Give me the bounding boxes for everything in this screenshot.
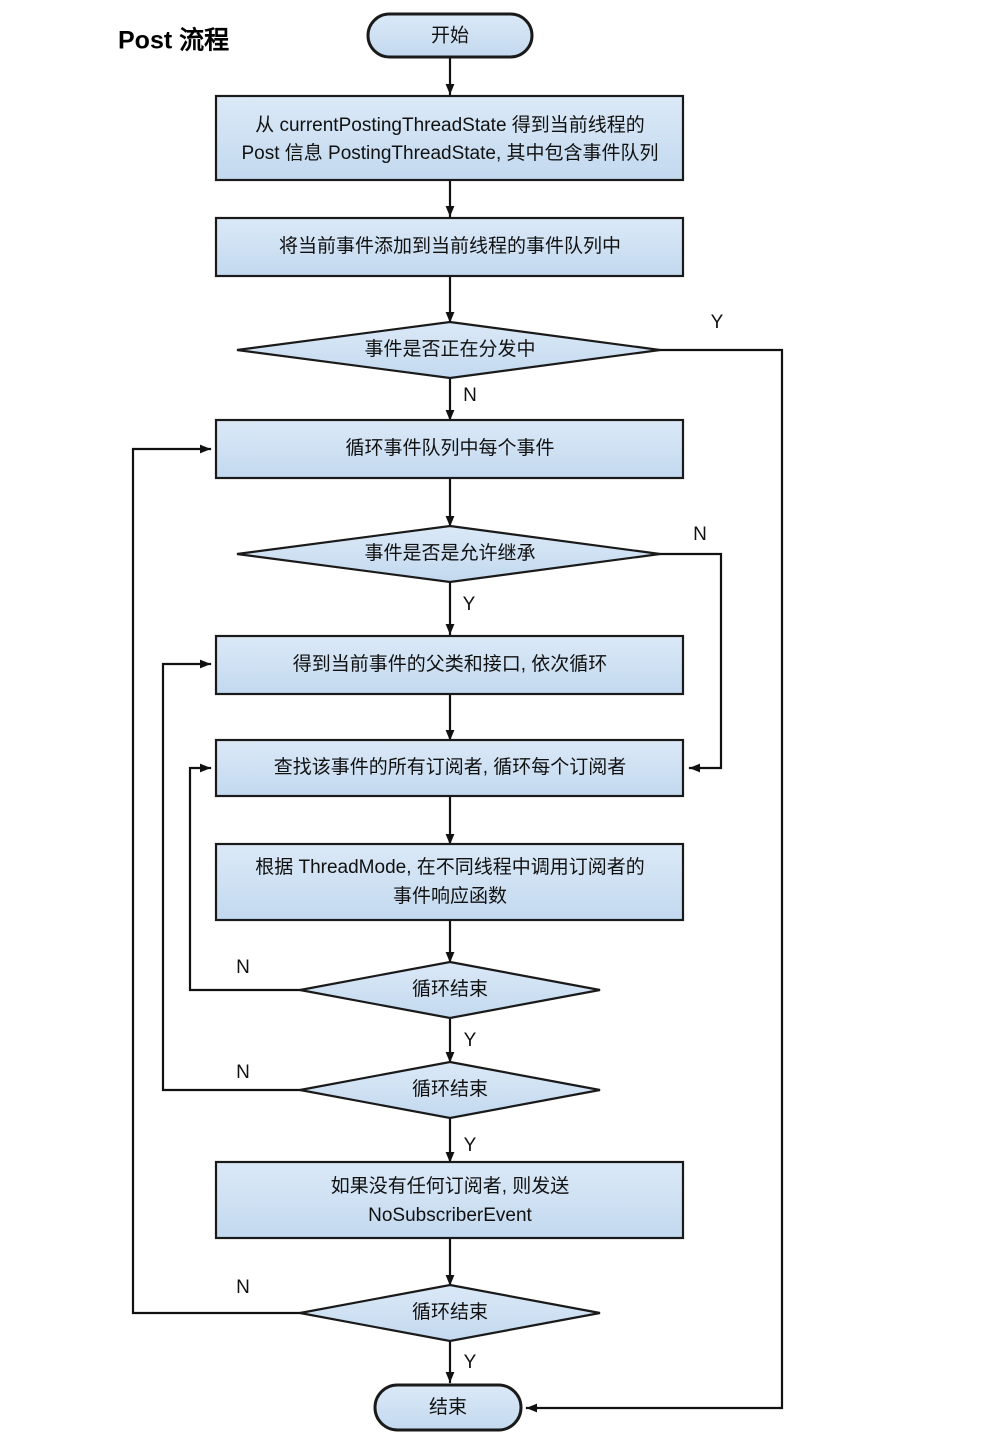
node-find-subs[interactable]: 查找该事件的所有订阅者, 循环每个订阅者: [214, 738, 685, 798]
get-state-shape: [214, 94, 685, 182]
edge-loop-end-3-no-to-loop-events: [131, 444, 302, 1315]
loop-end-1-shape: [299, 960, 601, 1020]
edge-inherit-no-to-find-subs: [658, 552, 723, 773]
end-shape: [373, 1383, 523, 1432]
edge-label-inherit-no: N: [693, 524, 707, 545]
edge-label-loop-end-3-yes: Y: [464, 1352, 477, 1373]
node-enqueue[interactable]: 将当前事件添加到当前线程的事件队列中: [214, 216, 685, 278]
invoke-label-line2: 事件响应函数: [393, 885, 507, 907]
node-loop-end-1[interactable]: 循环结束: [299, 960, 601, 1020]
loop-events-shape: [214, 418, 685, 480]
edge-label-loop-end-2-yes: Y: [464, 1135, 477, 1156]
edge-label-posting-no: N: [463, 385, 477, 406]
node-end[interactable]: 结束: [373, 1383, 523, 1432]
start-label: 开始: [431, 25, 469, 47]
loop-end-2-label: 循环结束: [412, 1078, 488, 1100]
inherit-shape: [236, 524, 661, 584]
loop-end-3-label: 循环结束: [412, 1301, 488, 1323]
no-sub-shape: [214, 1160, 685, 1240]
edge-label-loop-end-1-yes: Y: [464, 1030, 477, 1051]
no-sub-label-line1: 如果没有任何订阅者, 则发送: [331, 1175, 570, 1197]
posting-label: 事件是否正在分发中: [364, 338, 535, 360]
edge-label-posting-yes: Y: [711, 312, 724, 333]
no-sub-label-line2: NoSubscriberEvent: [368, 1205, 532, 1226]
enqueue-shape: [214, 216, 685, 278]
node-posting[interactable]: 事件是否正在分发中: [236, 320, 661, 380]
node-loop-events[interactable]: 循环事件队列中每个事件: [214, 418, 685, 480]
node-loop-end-3[interactable]: 循环结束: [299, 1283, 601, 1343]
edge-loop-end-2-no-to-supertypes: [161, 659, 302, 1092]
node-invoke[interactable]: 根据 ThreadMode, 在不同线程中调用订阅者的 事件响应函数: [214, 842, 685, 922]
end-label: 结束: [429, 1396, 467, 1418]
edge-label-inherit-yes: Y: [463, 594, 476, 615]
loop-end-3-shape: [299, 1283, 601, 1343]
posting-shape: [236, 320, 661, 380]
get-state-label-line1: 从 currentPostingThreadState 得到当前线程的: [255, 114, 645, 136]
edge-label-loop-end-2-no: N: [236, 1062, 250, 1083]
node-loop-end-2[interactable]: 循环结束: [299, 1060, 601, 1120]
loop-end-2-shape: [299, 1060, 601, 1120]
edge-posting-yes-to-end: [525, 348, 784, 1413]
invoke-label-line1: 根据 ThreadMode, 在不同线程中调用订阅者的: [255, 856, 645, 878]
find-subs-shape: [214, 738, 685, 798]
supertypes-shape: [214, 634, 685, 696]
loop-events-label: 循环事件队列中每个事件: [345, 437, 554, 459]
edge-label-loop-end-3-no: N: [236, 1277, 250, 1298]
get-state-label-line2: Post 信息 PostingThreadState, 其中包含事件队列: [241, 142, 658, 164]
node-supertypes[interactable]: 得到当前事件的父类和接口, 依次循环: [214, 634, 685, 696]
start-shape: [366, 12, 534, 59]
loop-end-1-label: 循环结束: [412, 978, 488, 1000]
edge-loop-end-1-no-to-find-subs: [188, 763, 302, 992]
diagram-title: Post 流程: [118, 27, 229, 55]
inherit-label: 事件是否是允许继承: [364, 542, 535, 564]
node-inherit[interactable]: 事件是否是允许继承: [236, 524, 661, 584]
enqueue-label: 将当前事件添加到当前线程的事件队列中: [279, 235, 621, 257]
node-start[interactable]: 开始: [366, 12, 534, 59]
edge-label-loop-end-1-no: N: [236, 957, 250, 978]
node-no-sub[interactable]: 如果没有任何订阅者, 则发送 NoSubscriberEvent: [214, 1160, 685, 1240]
invoke-shape: [214, 842, 685, 922]
node-get-state[interactable]: 从 currentPostingThreadState 得到当前线程的 Post…: [214, 94, 685, 182]
supertypes-label: 得到当前事件的父类和接口, 依次循环: [293, 653, 608, 675]
find-subs-label: 查找该事件的所有订阅者, 循环每个订阅者: [274, 756, 627, 778]
